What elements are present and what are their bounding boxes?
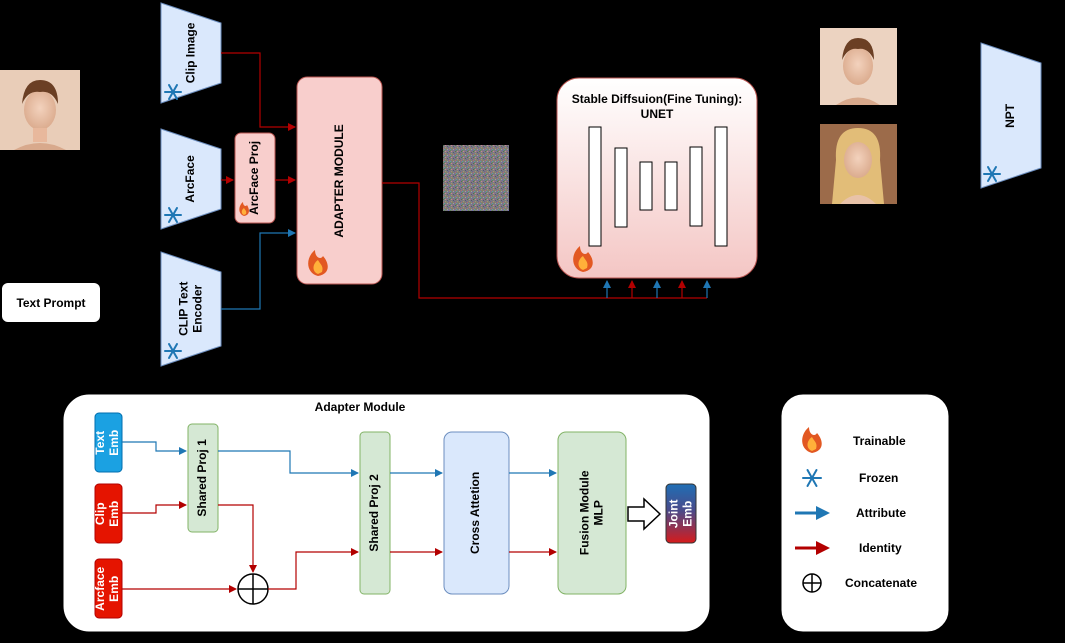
legend-panel (780, 393, 950, 633)
fire-icon (308, 250, 328, 276)
red-arrow-icon (795, 541, 830, 555)
snowflake-icon (983, 166, 1001, 182)
arcface-label: ArcFace (183, 155, 198, 203)
legend-attribute-label: Attribute (856, 506, 906, 520)
unet-title: Stable Diffsuion(Fine Tuning): UNET (557, 92, 757, 122)
adapter-connectors (122, 441, 557, 593)
arcface-proj-label: ArcFace Proj (247, 140, 262, 216)
adapter-detail-title: Adapter Module (314, 400, 406, 414)
blue-arrow-icon (795, 506, 830, 520)
snowflake-icon (802, 469, 822, 487)
fusion-module-box (557, 431, 627, 595)
adapter-module-label: ADAPTER MODULE (331, 123, 346, 238)
clip-image-label: Clip Image (183, 22, 198, 84)
legend-trainable-label: Trainable (853, 434, 906, 448)
unet-box (556, 77, 758, 279)
text-prompt-box: Text Prompt (2, 283, 100, 322)
top-connectors (221, 52, 711, 310)
legend-identity-label: Identity (859, 541, 902, 555)
fire-icon (802, 427, 822, 453)
npt-label: NPT (1003, 103, 1018, 128)
legend-frozen-label: Frozen (859, 471, 899, 485)
legend-concatenate-label: Concatenate (845, 576, 918, 590)
circled-plus-icon (802, 573, 822, 593)
shared-proj-1-box (187, 423, 219, 533)
arcface-encoder (160, 128, 222, 230)
unet-title-line1: Stable Diffsuion(Fine Tuning): (571, 92, 743, 106)
snowflake-icon (164, 207, 182, 223)
output-face-photo-2 (820, 124, 897, 204)
input-face-photo (0, 70, 80, 150)
clip-image-encoder (160, 2, 222, 104)
adapter-module-box (296, 76, 383, 285)
shared-proj-2-box (359, 431, 391, 595)
arcface-proj-box (234, 132, 276, 224)
output-arrow-icon (627, 497, 662, 531)
snowflake-icon (164, 84, 182, 100)
cross-attention-box (443, 431, 510, 595)
shared-proj-2-label: Shared Proj 2 (367, 474, 382, 552)
noise-latent-image (443, 145, 509, 211)
concatenate-symbol (237, 573, 269, 605)
fire-icon (573, 246, 593, 272)
shared-proj-1-label: Shared Proj 1 (195, 439, 210, 517)
joint-emb-box (665, 483, 697, 544)
npt-encoder (980, 42, 1042, 189)
fire-icon (239, 202, 249, 216)
unet-title-line2: UNET (640, 107, 674, 121)
clip-text-encoder (160, 251, 222, 367)
cross-attention-label: Cross Attetion (468, 471, 483, 555)
unet-blocks (588, 126, 728, 247)
output-face-photo-1 (820, 28, 897, 105)
snowflake-icon (164, 343, 182, 359)
